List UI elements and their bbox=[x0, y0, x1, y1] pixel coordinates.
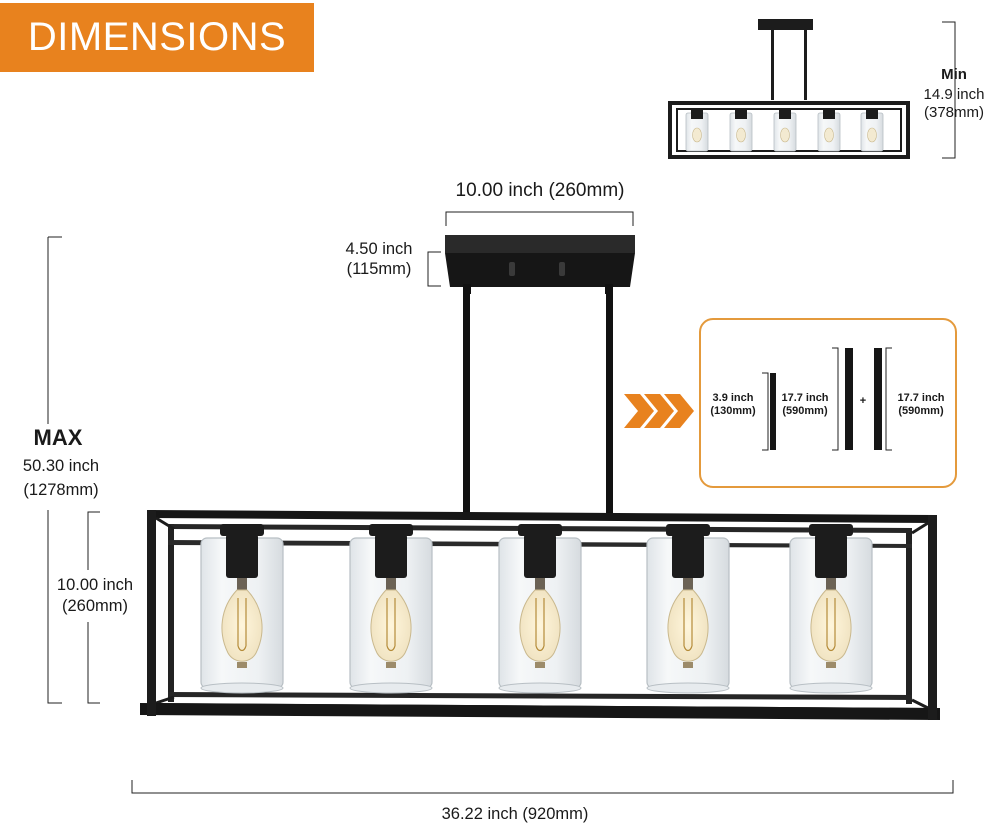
light-shades bbox=[200, 523, 873, 694]
rod-right bbox=[606, 292, 613, 520]
min-label: Min bbox=[941, 66, 967, 83]
max-height-mm: (1278mm) bbox=[23, 481, 99, 499]
canopy-width-bracket bbox=[445, 211, 634, 226]
title-banner: DIMENSIONS bbox=[0, 3, 314, 72]
rod-1-inch: 3.9 inch bbox=[712, 392, 754, 404]
body-height-mm: (260mm) bbox=[61, 597, 128, 615]
min-height-inch: 14.9 inch bbox=[923, 86, 985, 103]
max-label: MAX bbox=[33, 425, 83, 450]
min-height-bracket bbox=[942, 21, 956, 159]
max-height-bracket bbox=[47, 236, 62, 704]
canopy-depth-mm: (115mm) bbox=[346, 260, 412, 278]
rod-2-inch: 17.7 inch bbox=[781, 392, 829, 404]
min-height-mm: (378mm) bbox=[923, 104, 984, 121]
canopy bbox=[445, 235, 635, 294]
body-height-inch: 10.00 inch bbox=[56, 576, 134, 594]
max-height-inch: 50.30 inch bbox=[22, 457, 100, 475]
min-height-fixture bbox=[668, 19, 910, 159]
rod-left bbox=[463, 292, 470, 520]
canopy-width-label: 10.00 inch (260mm) bbox=[455, 180, 625, 201]
rod-2-mm: (590mm) bbox=[782, 405, 828, 417]
canopy-depth-inch: 4.50 inch bbox=[345, 240, 413, 258]
total-length-bracket bbox=[131, 780, 954, 794]
canopy-depth-bracket bbox=[427, 251, 441, 287]
rod-3-mm: (590mm) bbox=[898, 405, 944, 417]
title-text: DIMENSIONS bbox=[27, 15, 287, 59]
total-length-label: 36.22 inch (920mm) bbox=[441, 805, 589, 823]
body-height-bracket bbox=[87, 511, 100, 704]
rod-3-inch: 17.7 inch bbox=[897, 392, 945, 404]
extension-rods bbox=[762, 347, 892, 451]
extension-rods-box bbox=[699, 318, 957, 488]
plus-sign: + bbox=[859, 395, 867, 407]
chevron-arrows-icon bbox=[624, 394, 694, 428]
rod-1-mm: (130mm) bbox=[710, 405, 756, 417]
